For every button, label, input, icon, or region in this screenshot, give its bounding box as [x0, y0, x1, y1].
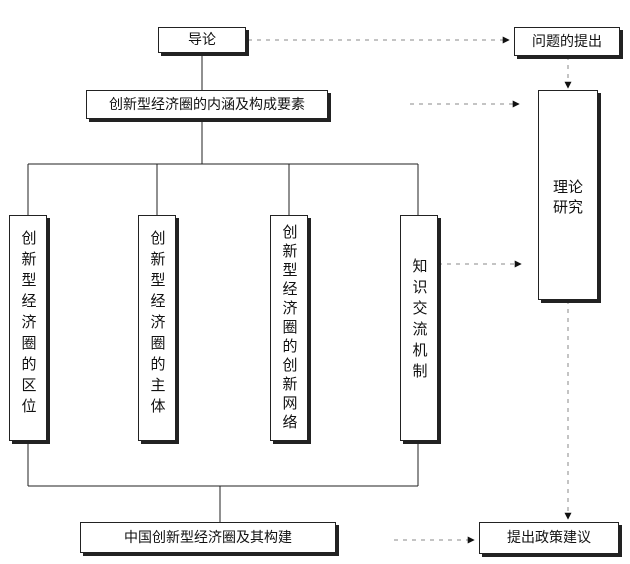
node-china-label: 中国创新型经济圈及其构建 [124, 529, 292, 546]
node-location-label: 创新型经济圈的区位 [19, 230, 38, 419]
node-knowledge-label: 知识交流机制 [410, 258, 429, 384]
node-china: 中国创新型经济圈及其构建 [80, 522, 336, 553]
node-policy-label: 提出政策建议 [507, 530, 591, 546]
node-subject-label: 创新型经济圈的主体 [148, 230, 167, 419]
node-policy: 提出政策建议 [479, 522, 619, 554]
node-intro-label: 导论 [188, 32, 216, 48]
node-knowledge: 知识交流机制 [400, 215, 438, 441]
node-theory-line2: 研究 [552, 198, 583, 216]
node-connotation: 创新型经济圈的内涵及构成要素 [86, 90, 328, 119]
node-subject: 创新型经济圈的主体 [138, 215, 176, 441]
node-location: 创新型经济圈的区位 [9, 215, 47, 441]
node-intro: 导论 [158, 27, 246, 53]
node-problem: 问题的提出 [514, 27, 620, 56]
node-theory: 理论 研究 [538, 90, 598, 300]
node-network-label: 创新型经济圈的创新网络 [280, 224, 299, 433]
node-problem-label: 问题的提出 [532, 33, 602, 50]
node-connotation-label: 创新型经济圈的内涵及构成要素 [109, 96, 305, 113]
node-theory-line1: 理论 [552, 178, 583, 196]
node-network: 创新型经济圈的创新网络 [270, 215, 308, 441]
